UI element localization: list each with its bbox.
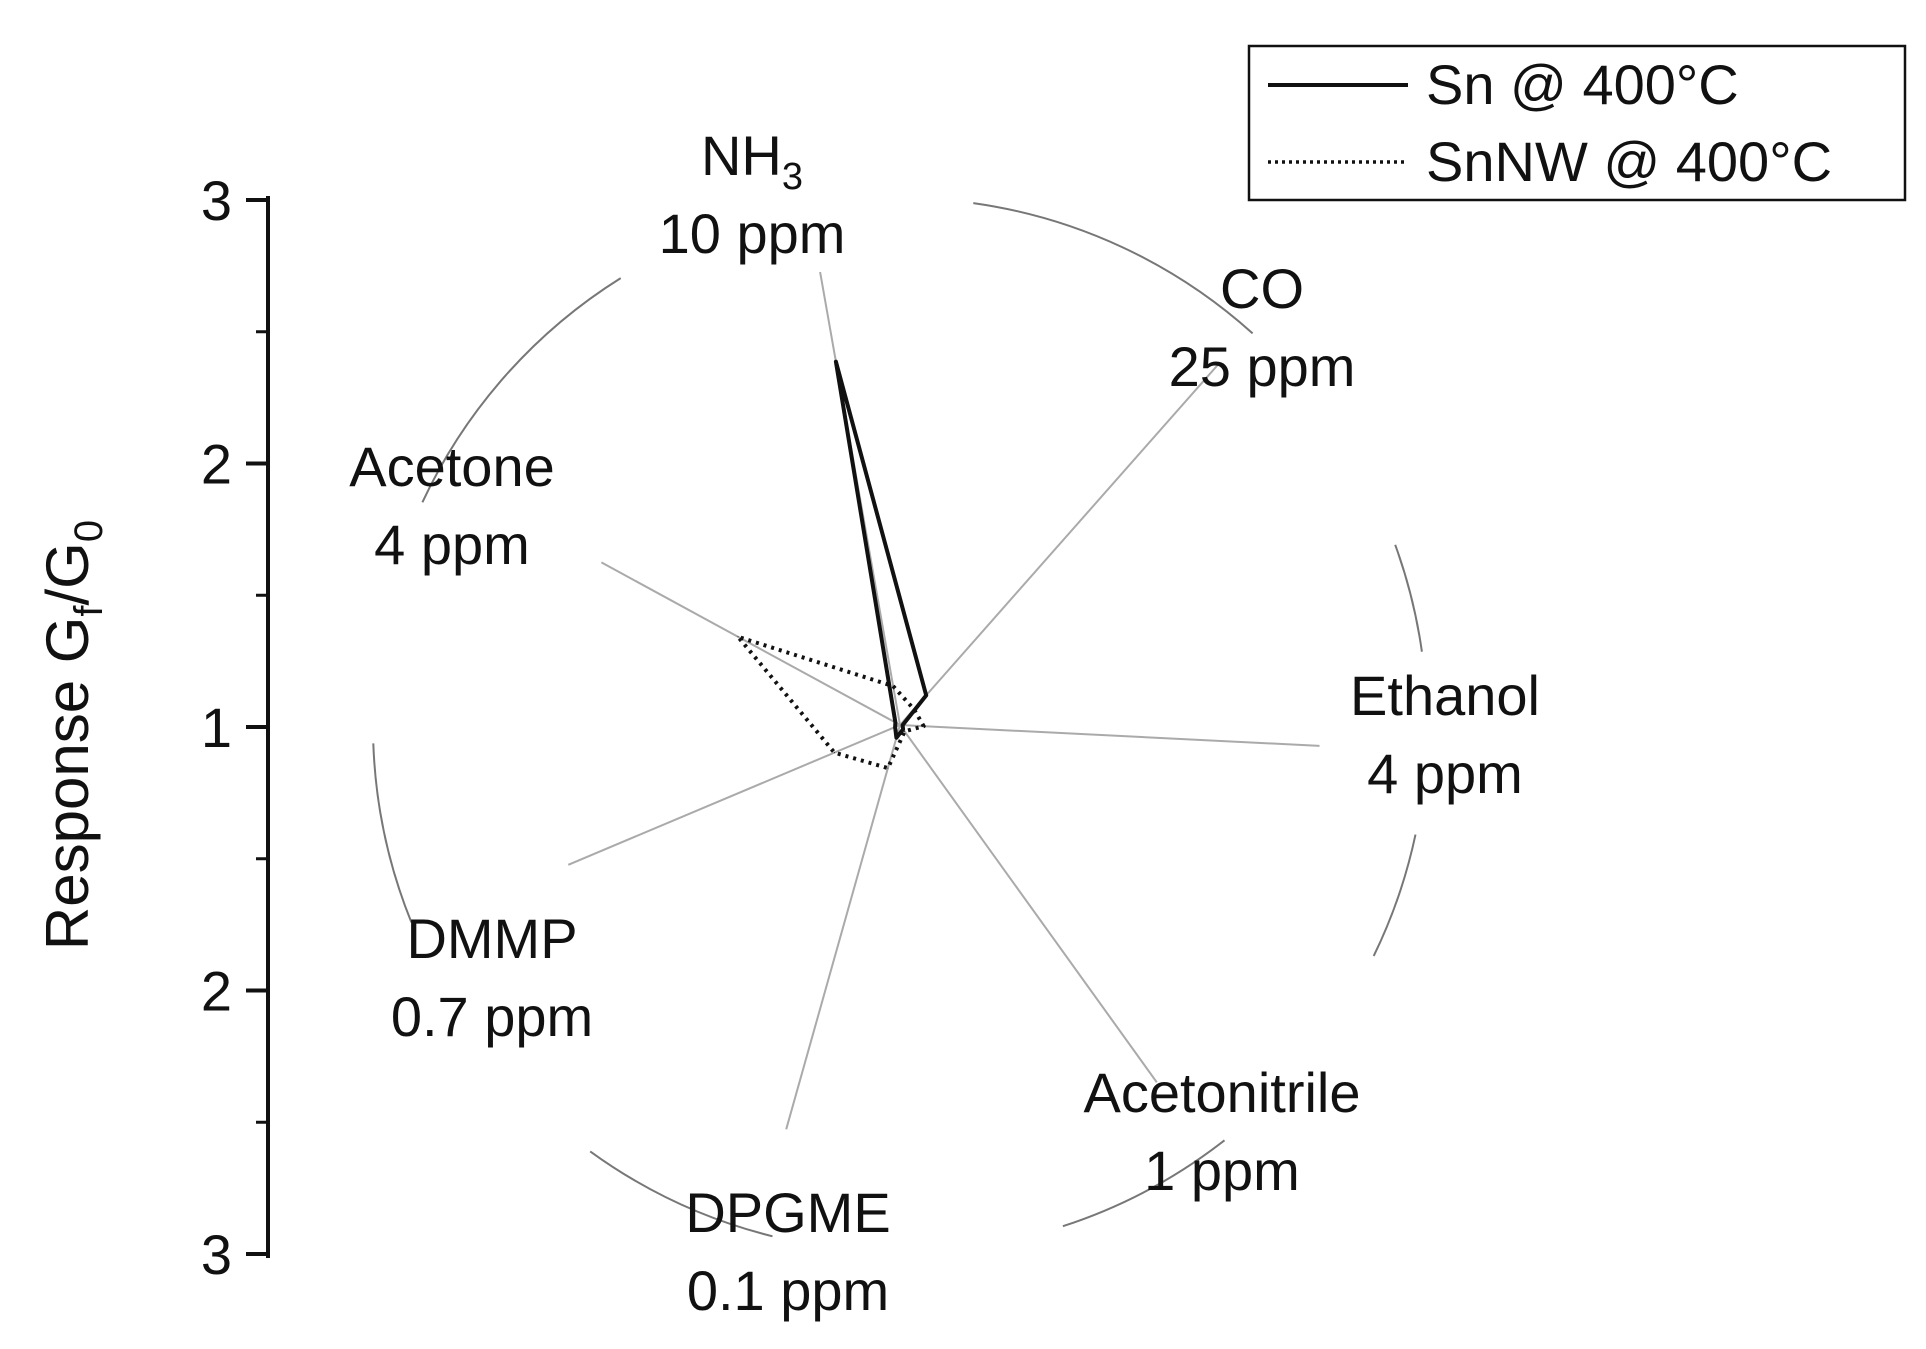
category-label-concentration: 1 ppm [1144, 1139, 1300, 1202]
outer-ring-arc [372, 743, 413, 923]
radar-spoke [567, 724, 901, 866]
category-label-name: CO [1220, 257, 1304, 320]
y-axis-label-sub-0: 0 [67, 520, 111, 542]
y-axis-label-main: Response G [34, 617, 101, 951]
y-axis-label-sub-f: f [67, 605, 111, 617]
category-label-name: DPGME [685, 1181, 890, 1244]
category-label-concentration: 4 ppm [374, 513, 530, 576]
series-sn-point [835, 361, 837, 363]
category-label-name: Ethanol [1350, 664, 1540, 727]
outer-ring-arc [589, 1150, 773, 1238]
category-label-concentration: 4 ppm [1367, 742, 1523, 805]
radar-spoke [785, 724, 901, 1130]
series-snnw-point [913, 708, 915, 710]
axis-tick-label: 3 [201, 169, 232, 232]
y-axis-label: Response Gf/G0 [34, 520, 111, 950]
category-label-concentration: 0.7 ppm [391, 985, 593, 1048]
series-snnw-point [904, 730, 906, 732]
series-snnw-point [833, 752, 835, 754]
series-snnw-point [923, 725, 925, 727]
radar-spoke [899, 724, 1158, 1083]
legend-label-sn: Sn @ 400°C [1426, 53, 1739, 116]
radar-spoke [600, 561, 901, 726]
response-axis-ticks: 3 2 1 2 3 [201, 169, 268, 1286]
axis-tick-label: 2 [201, 960, 232, 1023]
axis-tick-label: 2 [201, 433, 232, 496]
category-label-concentration: 10 ppm [659, 202, 846, 265]
series-snnw-point [737, 636, 739, 638]
outer-ring-arc [1394, 544, 1423, 652]
y-axis-label-mid: /G [34, 542, 101, 605]
outer-ring-arc [973, 202, 1254, 335]
radar-spoke [899, 724, 1320, 747]
category-label-name: DMMP [406, 907, 577, 970]
legend: Sn @ 400°C SnNW @ 400°C [1247, 44, 1907, 202]
series-sn-point [894, 726, 896, 728]
series-sn-polygon [833, 359, 929, 740]
response-axis: 3 2 1 2 3 Response Gf/G0 [34, 169, 270, 1286]
outer-ring-arc [421, 277, 622, 503]
series-sn-point [925, 694, 927, 696]
category-label-concentration: 25 ppm [1169, 335, 1356, 398]
outer-ring-arc [1062, 1139, 1226, 1228]
category-label-name: Acetonitrile [1083, 1061, 1360, 1124]
legend-label-snnw: SnNW @ 400°C [1426, 130, 1832, 193]
legend-box [1247, 44, 1907, 202]
series-sn-point [902, 728, 904, 730]
series-snnw-point [892, 685, 894, 687]
axis-tick-label: 1 [201, 696, 232, 759]
category-label-name: Acetone [349, 435, 555, 498]
outer-ring [372, 202, 1423, 1238]
series-sn-point [902, 724, 904, 726]
series-sn-point [894, 722, 896, 723]
outer-ring-arc [1372, 834, 1417, 957]
axis-tick-label: 3 [201, 1223, 232, 1286]
category-label-name: NH3 [701, 124, 803, 198]
series-sn-point [895, 737, 897, 739]
series-snnw-polygon [736, 634, 926, 771]
radar-spoke [899, 364, 1219, 726]
series-snnw-point [887, 767, 889, 769]
radar-spokes [567, 271, 1320, 1130]
category-label-concentration: 0.1 ppm [687, 1259, 889, 1322]
series-layer [736, 359, 929, 771]
